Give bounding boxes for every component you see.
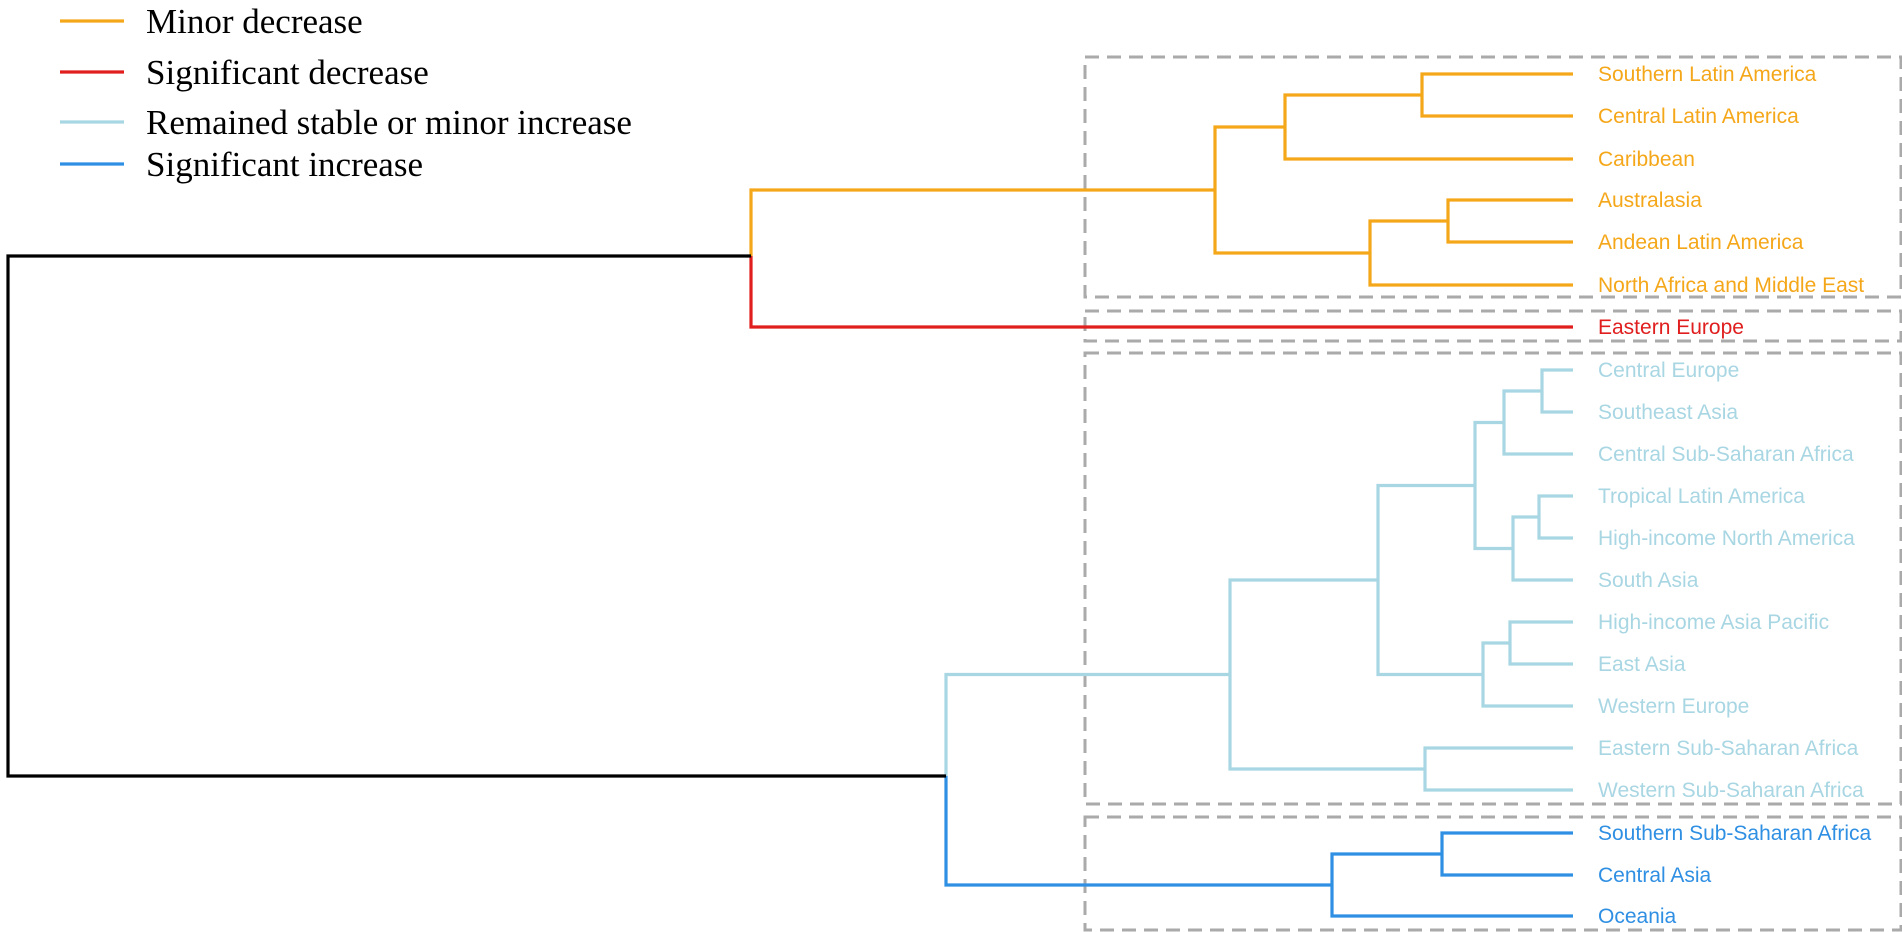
legend-label-stable-or-minor-increase: Remained stable or minor increase [146, 103, 632, 142]
dendrogram-branch [749, 256, 1573, 329]
dendrogram-branch [1420, 72, 1573, 118]
dendrogram-tree [6, 72, 1573, 918]
leaf-label: Eastern Europe [1598, 316, 1744, 339]
leaf-label: Oceania [1598, 905, 1677, 928]
dendrogram-branch [1511, 515, 1573, 582]
leaf-label: East Asia [1598, 653, 1686, 676]
dendrogram-branch [1473, 420, 1513, 551]
dendrogram-branch [749, 188, 1215, 256]
leaf-label: Andean Latin America [1598, 231, 1804, 254]
dendrogram-branch [1330, 852, 1573, 918]
leaf-label: Western Europe [1598, 695, 1749, 718]
leaf-label: Southern Sub-Saharan Africa [1598, 822, 1871, 845]
dendrogram-branch [1537, 494, 1573, 540]
dendrogram-branch [1440, 831, 1573, 877]
dendrogram-branch [1502, 389, 1573, 456]
leaf-label: Central Sub-Saharan Africa [1598, 443, 1854, 466]
leaf-label: Central Asia [1598, 864, 1712, 887]
dendrogram-root-branch [6, 254, 946, 778]
dendrogram-branch [1540, 368, 1573, 414]
dendrogram-branch [1376, 483, 1483, 677]
cluster-box-significant-increase [1083, 815, 1902, 932]
dendrogram-branch [944, 776, 1332, 887]
leaf-label: Central Latin America [1598, 105, 1799, 128]
leaf-label: High-income North America [1598, 527, 1855, 550]
cluster-box-minor-decrease [1083, 55, 1902, 299]
dendrogram-branch [944, 672, 1230, 776]
leaf-label: High-income Asia Pacific [1598, 611, 1829, 634]
dendrogram-branch [1481, 641, 1573, 708]
dendrogram-branch [1508, 620, 1573, 666]
legend-label-minor-decrease: Minor decrease [146, 2, 363, 41]
leaf-label: Caribbean [1598, 148, 1695, 171]
leaf-label: Western Sub-Saharan Africa [1598, 779, 1864, 802]
leaf-label: North Africa and Middle East [1598, 274, 1864, 297]
leaf-label: Central Europe [1598, 359, 1739, 382]
leaf-label: Eastern Sub-Saharan Africa [1598, 737, 1859, 760]
leaf-label: Southeast Asia [1598, 401, 1738, 424]
dendrogram-branch [1368, 219, 1573, 287]
cluster-box-stable-or-minor-increase [1083, 351, 1902, 806]
dendrogram-branch [1423, 746, 1573, 792]
leaf-label: Australasia [1598, 189, 1702, 212]
dendrogram-branch [1283, 93, 1573, 161]
dendrogram-branch [1446, 198, 1573, 244]
leaf-label: Southern Latin America [1598, 63, 1817, 86]
legend-label-significant-increase: Significant increase [146, 145, 423, 184]
dendrogram-branch [1213, 125, 1370, 255]
leaf-label: South Asia [1598, 569, 1699, 592]
leaf-label: Tropical Latin America [1598, 485, 1805, 508]
legend-label-significant-decrease: Significant decrease [146, 53, 429, 92]
